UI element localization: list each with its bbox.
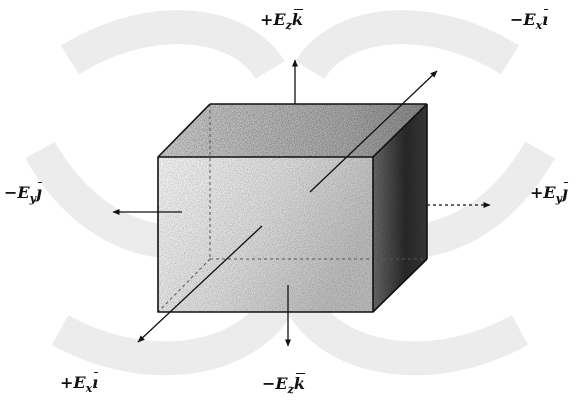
cuboid-side-face-grain (373, 104, 427, 312)
label-neg-ey-j: −Eyȷ (4, 183, 42, 205)
label-pos-ey-j: +Eyȷ (530, 183, 568, 205)
arrow-pos-x (137, 225, 263, 343)
cuboid-hidden-edges (157, 104, 427, 313)
label-pos-ez-k: +Ezk (260, 10, 303, 32)
label-neg-ez-k: −Ezk (262, 374, 305, 396)
cuboid-front-face-grain (158, 157, 373, 312)
label-pos-ex-i: +Exı (60, 373, 99, 395)
background-watermark (25, 10, 555, 376)
cuboid-outline (157, 103, 428, 313)
arrow-neg-x (309, 70, 438, 193)
label-neg-ex-i: −Exı (510, 10, 549, 32)
